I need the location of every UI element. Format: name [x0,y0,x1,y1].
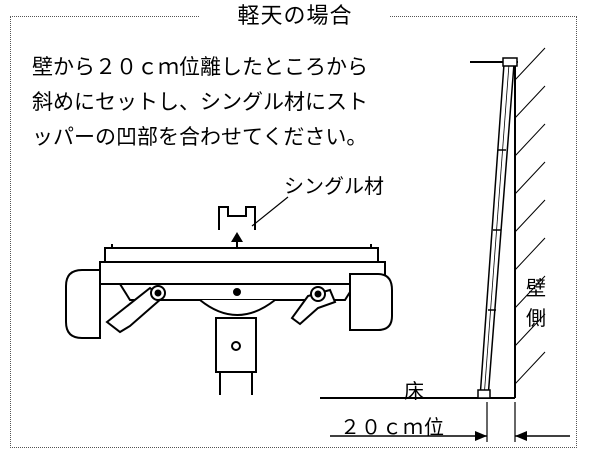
single-material-leader [251,196,289,227]
wall [514,47,546,398]
floor-label: 床 [404,379,424,403]
wall-side-label-2: 側 [526,306,546,330]
instruction-line-2: 斜めにセットし、シングル材にスト [32,90,368,114]
stopper-pole [215,317,257,395]
distance-dimension [330,402,570,442]
single-material-channel [218,206,256,230]
diagram-title: 軽天の場合 [200,2,390,32]
instruction-text: 壁から２０ｃｍ位離したところから 斜めにセットし、シングル材にスト ッパーの凹部… [32,50,422,155]
instruction-line-1: 壁から２０ｃｍ位離したところから [32,55,368,79]
wall-side-label-1: 壁 [526,276,546,300]
distance-label: ２０ｃｍ位 [340,415,445,439]
single-material-label: シングル材 [284,174,384,198]
stopper-arms [105,285,337,334]
instruction-line-3: ッパーの凹部を合わせてください。 [32,125,368,149]
support-pole [477,57,518,399]
